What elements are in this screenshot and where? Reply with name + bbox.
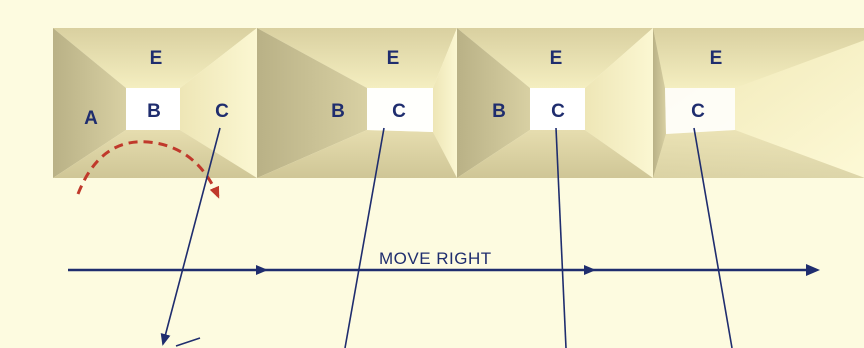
label-window: B [147, 101, 161, 122]
room-panel-1: E A B C [53, 28, 257, 178]
room-floor [653, 130, 864, 178]
room-right-wall [180, 28, 257, 178]
room-window [665, 88, 735, 134]
rotation-arrow [76, 140, 220, 199]
room-left-wall [53, 28, 126, 178]
room-ceiling [457, 28, 653, 88]
room-floor [257, 130, 457, 178]
projection-line-panel-1 [160, 127, 221, 346]
projection-line-panel-3 [555, 127, 567, 348]
room-left-wall [257, 28, 367, 178]
room-left-wall [457, 28, 530, 178]
label-window: C [551, 101, 565, 122]
label-window: C [691, 101, 705, 122]
room-panel-3: E B C [457, 28, 653, 178]
room-floor [53, 130, 257, 178]
room-ceiling [257, 28, 457, 88]
room-left-wall [653, 28, 666, 178]
label-top: E [150, 48, 163, 69]
label-window: C [392, 101, 406, 122]
room-window [367, 88, 433, 132]
label-top: E [710, 48, 723, 69]
label-right: C [215, 101, 229, 122]
move-right-label: MOVE RIGHT [379, 249, 492, 268]
room-ceiling [653, 28, 864, 88]
move-arrowhead [584, 265, 596, 275]
label-left: B [331, 101, 345, 122]
label-left: B [492, 101, 506, 122]
label-top: E [387, 48, 400, 69]
projection-tick [175, 337, 201, 347]
room-right-wall [433, 28, 457, 178]
projection-line-panel-2 [344, 127, 385, 348]
room-panel-4: E C [653, 28, 864, 178]
projection-line-panel-4 [693, 127, 733, 348]
move-arrowhead [256, 265, 268, 275]
room-window [126, 88, 180, 130]
room-ceiling [53, 28, 257, 88]
move-arrowhead [806, 264, 820, 276]
room-right-wall [585, 28, 653, 178]
room-window [530, 88, 585, 130]
room-panel-2: E B C [257, 28, 457, 178]
label-left: A [84, 108, 98, 129]
label-top: E [550, 48, 563, 69]
room-floor [457, 130, 653, 178]
